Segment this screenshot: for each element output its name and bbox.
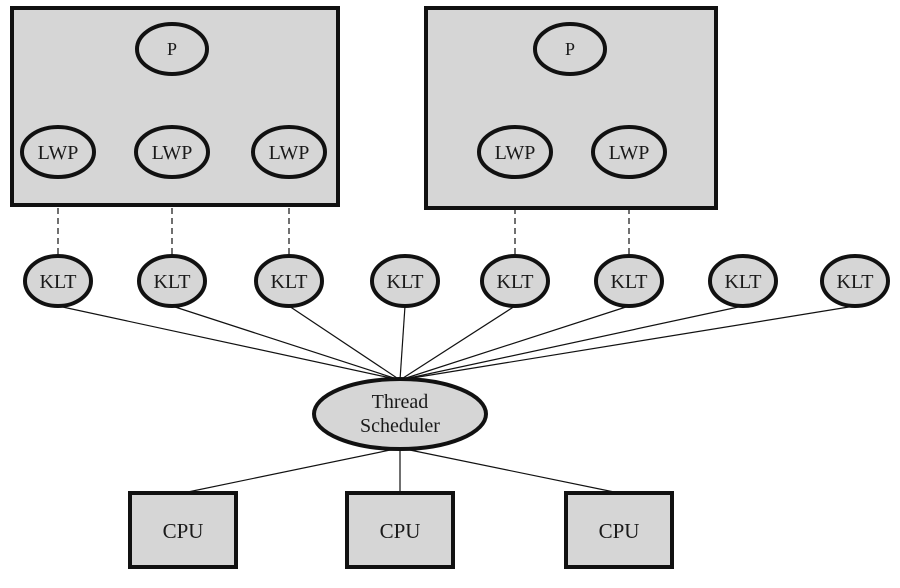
lwp-label: LWP [152,142,193,164]
process-node-p: P [135,22,209,76]
klt-node: KLT [820,254,890,308]
lwp-label: LWP [609,142,650,164]
process-label: P [565,39,575,59]
cpu-box: CPU [345,491,455,569]
klt-label: KLT [39,271,76,293]
klt-node: KLT [254,254,324,308]
klt-label: KLT [153,271,190,293]
lwp-node: LWP [20,125,96,179]
lwp-node: LWP [477,125,553,179]
klt-node: KLT [708,254,778,308]
klt-node: KLT [23,254,93,308]
scheduler-label-line1: Thread [372,391,429,413]
cpu-label: CPU [163,519,204,543]
cpu-box: CPU [128,491,238,569]
klt-scheduler-lines [57,305,856,381]
klt-node: KLT [137,254,207,308]
klt-label: KLT [270,271,307,293]
cpu-label: CPU [599,519,640,543]
klt-label: KLT [836,271,873,293]
klt-label: KLT [724,271,761,293]
scheduler-label-line2: Scheduler [360,415,440,437]
klt-label: KLT [386,271,423,293]
lwp-node: LWP [251,125,327,179]
thread-scheduler-node: Thread Scheduler [312,377,488,451]
lwp-label: LWP [38,142,79,164]
process-label: P [167,39,177,59]
klt-node: KLT [370,254,440,308]
lwp-label: LWP [495,142,536,164]
scheduler-cpu-lines [182,447,620,494]
lwp-node: LWP [134,125,210,179]
process-node-p: P [533,22,607,76]
lwp-label: LWP [269,142,310,164]
klt-node: KLT [594,254,664,308]
klt-node: KLT [480,254,550,308]
klt-label: KLT [610,271,647,293]
lwp-node: LWP [591,125,667,179]
cpu-box: CPU [564,491,674,569]
klt-label: KLT [496,271,533,293]
cpu-label: CPU [380,519,421,543]
